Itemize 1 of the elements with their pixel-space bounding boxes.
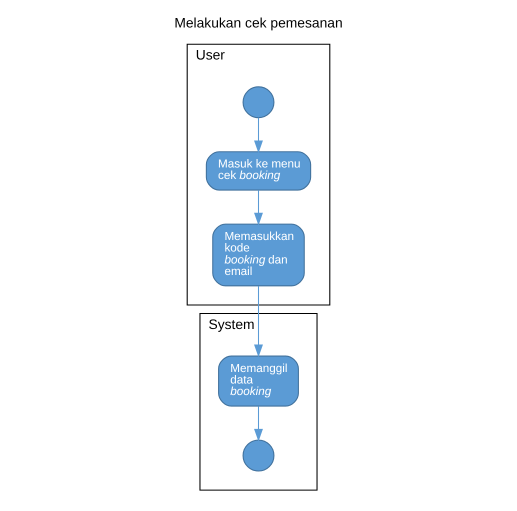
- diagram-title: Melakukan cek pemesanan: [174, 14, 343, 31]
